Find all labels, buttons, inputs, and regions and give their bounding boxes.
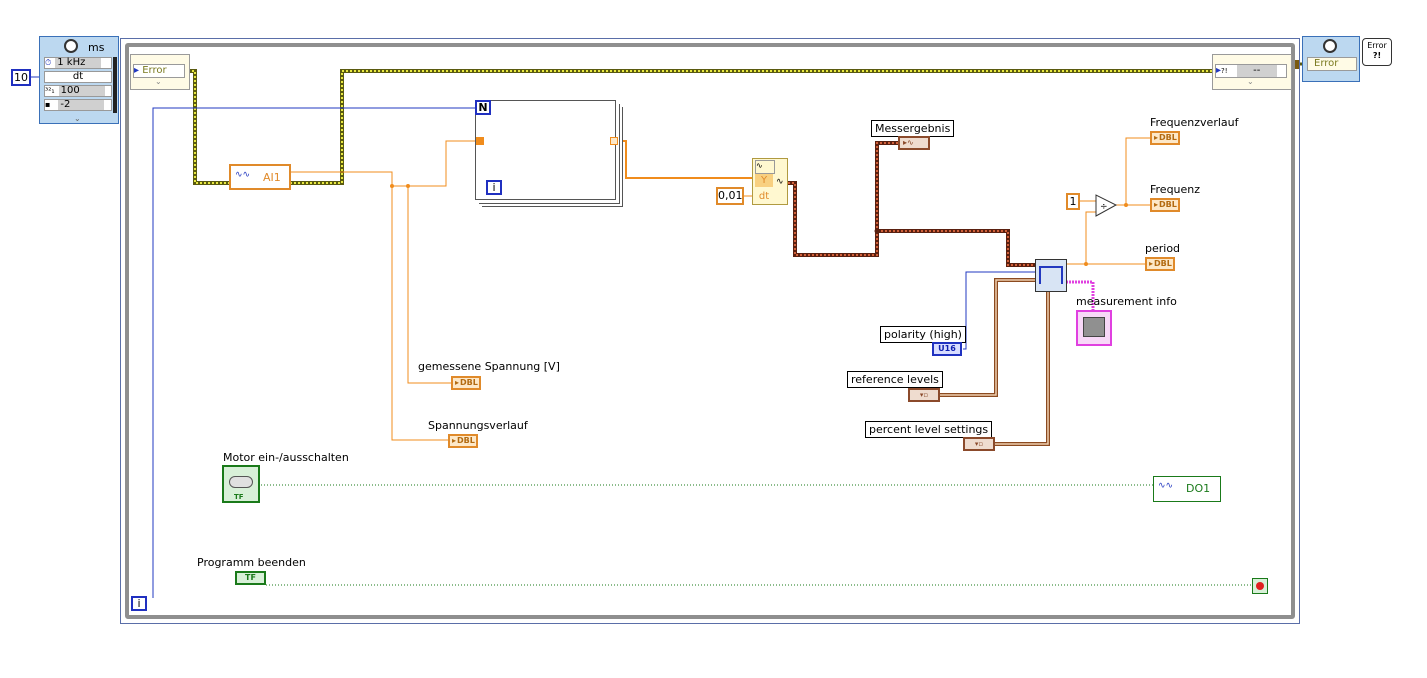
timing-end-node[interactable]: Error [1302,36,1360,82]
count-wire [152,107,476,598]
measurement-info-wire [1066,280,1095,312]
period-label: period [1145,242,1181,255]
reference-levels-label: reference levels [847,371,943,388]
ai-data-wire [290,140,612,441]
waveform-wire [788,141,1036,267]
motor-switch-control[interactable]: TF [222,465,260,503]
spannungsverlauf-label: Spannungsverlauf [428,419,528,432]
measurement-info-indicator[interactable] [1076,310,1112,346]
while-loop[interactable] [125,43,1295,619]
while-loop-outer [120,38,1300,624]
divide-constant[interactable]: 1 [1066,193,1080,210]
polarity-control[interactable]: U16 [932,342,962,356]
arrow-icon: ▸ [134,65,140,76]
for-loop-count-terminal: N [475,100,491,115]
for-loop-iteration-terminal: i [486,180,502,195]
error-status-cluster[interactable]: ▸?! -- ⌄ [1212,54,1292,90]
messergebnis-label: Messergebnis [871,120,955,137]
pulse-measurements-vi[interactable] [1035,259,1067,292]
spannungsverlauf-indicator[interactable]: DBL [448,434,478,448]
warning-icon: ?! [1372,51,1382,60]
timing-scrollbar[interactable] [113,57,117,113]
pulse-icon [1039,266,1063,284]
frequenzverlauf-label: Frequenzverlauf [1150,116,1239,129]
percent-level-settings-label: percent level settings [865,421,993,438]
array-wire [618,140,752,179]
programm-beenden-control[interactable]: TF [235,571,266,585]
messergebnis-indicator[interactable]: ▸∿ [898,136,930,150]
daq-icon: ∿∿ [1158,481,1174,491]
frequenz-indicator[interactable]: DBL [1150,198,1180,212]
polarity-wire [963,271,1036,350]
frequenz-label: Frequenz [1150,183,1201,196]
error-handler-badge: Error [1367,41,1387,50]
gemessene-spannung-indicator[interactable]: DBL [451,376,481,390]
stop-icon [1256,582,1264,590]
dt-constant[interactable]: 0,01 [716,187,744,205]
period-wire [1066,137,1150,265]
clock-icon [64,39,78,53]
daq-icon: ∿∿ [235,170,251,180]
arrow-icon: ▸ [1216,65,1222,76]
daq-assistant-ai[interactable]: ∿∿ AI1 [229,164,291,190]
daq-assistant-do[interactable]: ∿∿ DO1 [1153,476,1221,502]
programm-beenden-label: Programm beenden [197,556,306,569]
timing-row-offset: ▪-2 [44,99,112,111]
daq-do-label: DO1 [1186,482,1211,495]
waveform-icon: ∿ [755,160,775,174]
simple-error-handler[interactable]: Error ?! [1362,38,1392,66]
motor-label: Motor ein-/ausschalten [223,451,349,464]
timing-row-dt: dt [44,71,112,83]
build-waveform-dt: dt [758,191,770,202]
motor-tf-tag: TF [234,493,244,501]
reference-levels-control[interactable]: ▾▫ [908,388,940,402]
build-waveform-y: Y [755,174,773,187]
timing-unit: ms [88,41,105,54]
error-in-label: Error [142,65,167,76]
waveform-output-icon: ∿ [776,177,784,187]
daq-ai-label: AI1 [263,171,281,184]
svg-text:÷: ÷ [1100,202,1108,212]
for-loop-output-tunnel [610,137,618,145]
toggle-icon [229,476,253,488]
period-indicator[interactable]: DBL [1145,257,1175,271]
for-loop-input-tunnel [476,137,484,145]
measurement-info-label: measurement info [1076,295,1177,308]
input-constant-10[interactable]: 10 [11,69,31,86]
error-wire [188,69,1212,185]
chevron-down-icon: ⌄ [1247,77,1254,86]
clock-icon [1323,39,1337,53]
chevron-down-icon[interactable]: ⌄ [74,114,81,123]
loop-iteration-terminal: i [131,596,147,611]
divide-node [1095,194,1118,217]
stop-terminal[interactable] [1252,578,1268,594]
chevron-down-icon: ⌄ [155,77,162,86]
error-in-cluster[interactable]: ▸ Error ⌄ [130,54,190,90]
gemessene-spannung-label: gemessene Spannung [V] [418,360,560,373]
reference-levels-wire [940,278,1036,397]
error-status-text: -- [1236,65,1277,77]
polarity-label: polarity (high) [880,326,966,343]
cluster-icon [1083,317,1105,337]
build-waveform-node[interactable]: ∿ Y dt ∿ [752,158,788,205]
error-out-label: Error [1314,58,1339,69]
percent-level-settings-control[interactable]: ▾▫ [963,437,995,451]
frequenzverlauf-indicator[interactable]: DBL [1150,131,1180,145]
timing-row-frequency: ⏱1 kHz [44,57,112,69]
